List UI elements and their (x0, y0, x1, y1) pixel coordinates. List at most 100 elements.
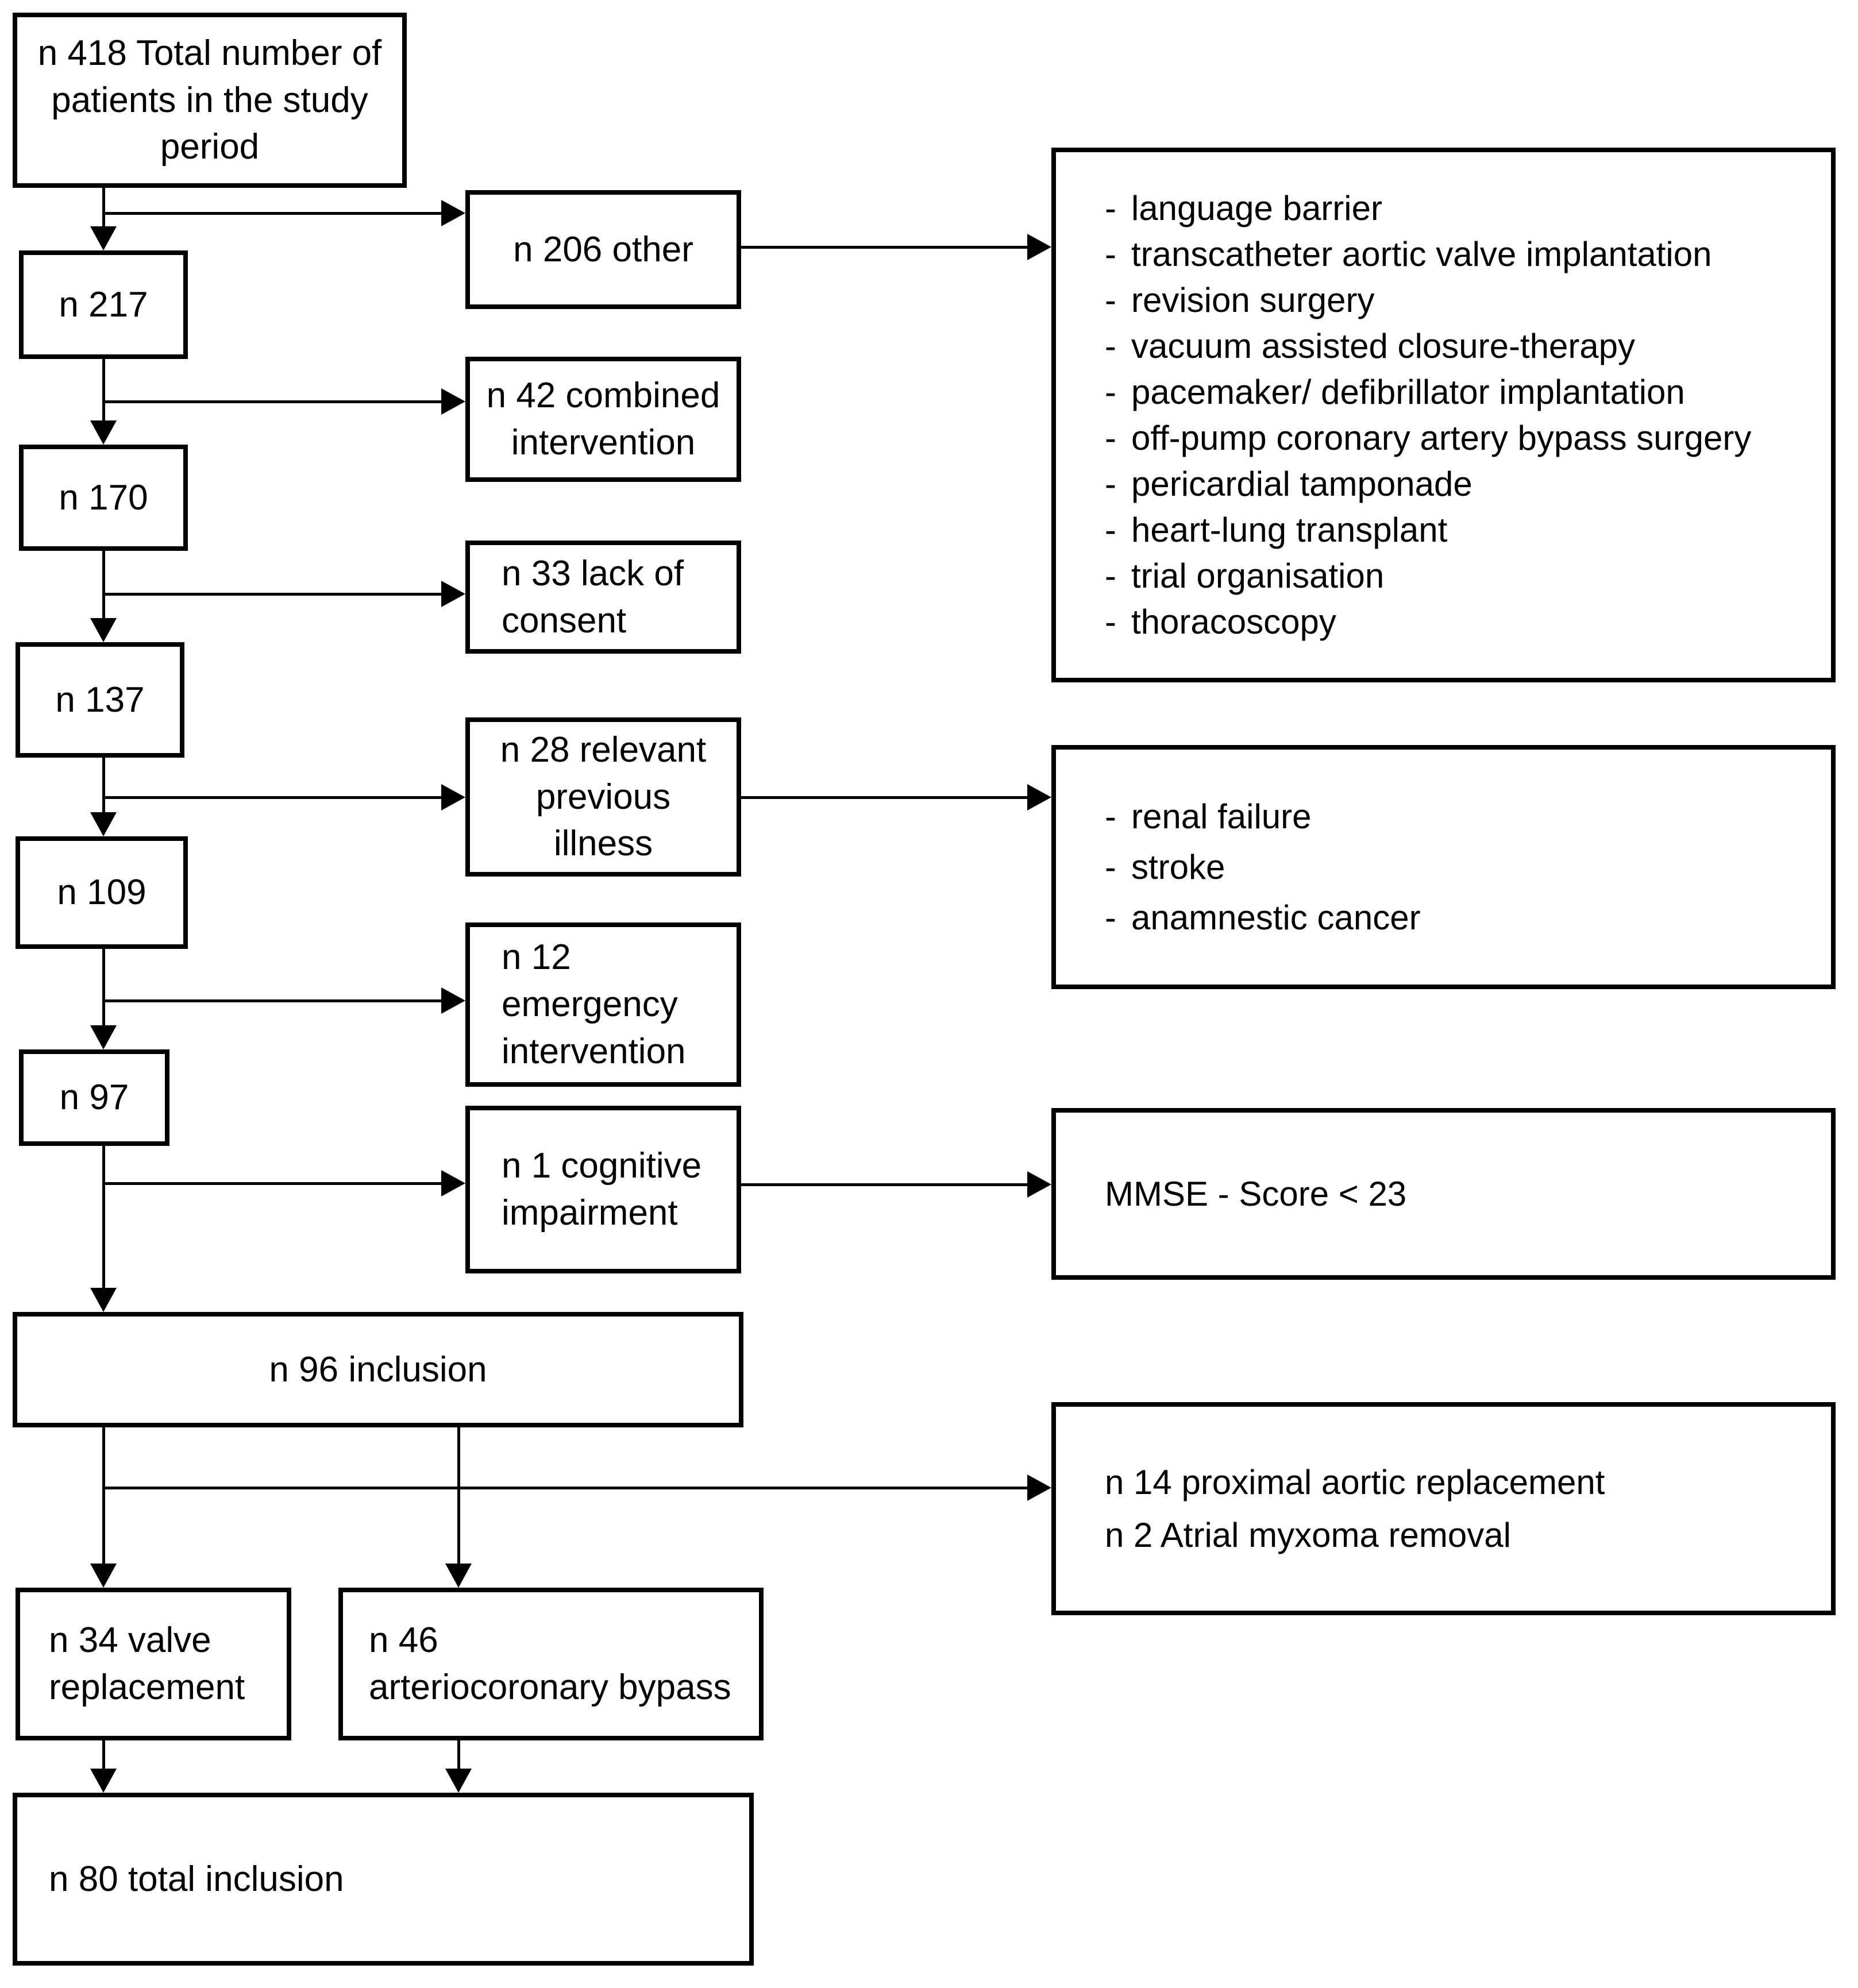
list-item: -pacemaker/ defibrillator implantation (1105, 369, 1685, 415)
list-item: -language barrier (1105, 186, 1382, 231)
box-excluded-surgery: n 14 proximal aortic replacement n 2 Atr… (1051, 1402, 1836, 1615)
box-n137: n 137 (16, 642, 184, 758)
box-text-line: n 170 (59, 477, 148, 518)
box-arteriocoronary-bypass: n 46 arteriocoronary bypass (338, 1588, 764, 1740)
box-text-line: n 80 total inclusion (49, 1859, 344, 1899)
arrow-line (103, 796, 442, 799)
bullet-dash: - (1105, 234, 1116, 273)
arrowhead-right-icon (1027, 1474, 1051, 1501)
box-n170: n 170 (19, 445, 188, 551)
arrow-line (103, 999, 442, 1002)
box-mmse: MMSE - Score < 23 (1051, 1108, 1836, 1280)
box-text-line: intervention (511, 423, 696, 462)
list-item-text: stroke (1131, 847, 1225, 886)
arrow-line (102, 1427, 105, 1565)
arrowhead-right-icon (441, 200, 465, 226)
list-item-text: vacuum assisted closure-therapy (1131, 326, 1636, 365)
box-total-inclusion: n 80 total inclusion (13, 1793, 754, 1966)
arrowhead-right-icon (1027, 784, 1051, 810)
list-item-text: revision surgery (1131, 280, 1375, 319)
box-text-line: n 14 proximal aortic replacement (1105, 1462, 1605, 1501)
arrow-line (103, 212, 442, 215)
list-item: -thoracoscopy (1105, 599, 1336, 645)
box-text-line: intervention (502, 1031, 686, 1071)
arrow-line (102, 1740, 105, 1770)
box-emergency-intervention: n 12 emergency intervention (465, 922, 741, 1087)
arrowhead-right-icon (441, 388, 465, 415)
box-text-line: consent (502, 600, 627, 640)
box-previous-illness: n 28 relevant previous illness (465, 717, 741, 877)
box-text-line: arteriocoronary bypass (369, 1667, 731, 1707)
box-text-line: n 46 (369, 1620, 438, 1661)
arrow-line (457, 1427, 460, 1565)
bullet-dash: - (1105, 556, 1116, 595)
bullet-dash: - (1105, 510, 1116, 549)
arrow-line (103, 1182, 442, 1185)
list-item: -transcatheter aortic valve implantation (1105, 231, 1712, 277)
box-text-line: MMSE - Score < 23 (1105, 1174, 1407, 1213)
arrowhead-down-icon (445, 1769, 472, 1793)
list-item: -off-pump coronary artery bypass surgery (1105, 415, 1751, 461)
list-item-text: off-pump coronary artery bypass surgery (1131, 418, 1752, 457)
box-text-line: impairment (502, 1193, 678, 1233)
arrow-line (102, 551, 105, 619)
arrowhead-down-icon (90, 226, 117, 250)
box-text-line: n 418 Total number of (37, 33, 382, 73)
arrow-line (102, 1146, 105, 1289)
box-text-line: n 34 valve (49, 1620, 211, 1661)
bullet-dash: - (1105, 847, 1116, 886)
box-valve-replacement: n 34 valve replacement (16, 1588, 291, 1740)
bullet-dash: - (1105, 188, 1116, 227)
arrow-line (741, 246, 1027, 249)
arrowhead-right-icon (441, 581, 465, 607)
arrowhead-right-icon (1027, 234, 1051, 260)
box-text-line: n 33 lack of (502, 553, 684, 593)
box-text-line: n 2 Atrial myxoma removal (1105, 1515, 1511, 1554)
list-item-text: renal failure (1131, 797, 1312, 836)
box-text-line: n 28 relevant (500, 729, 707, 770)
list-item: -anamnestic cancer (1105, 893, 1421, 943)
arrowhead-down-icon (90, 1564, 117, 1588)
bullet-dash: - (1105, 602, 1116, 641)
arrow-line (103, 1487, 1027, 1489)
arrowhead-down-icon (445, 1564, 472, 1588)
bullet-dash: - (1105, 372, 1116, 411)
arrowhead-down-icon (90, 1769, 117, 1793)
box-other-reasons: -language barrier -transcatheter aortic … (1051, 148, 1836, 682)
arrowhead-down-icon (90, 420, 117, 445)
bullet-dash: - (1105, 418, 1116, 457)
box-text-line: replacement (49, 1667, 245, 1707)
box-lack-of-consent: n 33 lack of consent (465, 541, 741, 654)
box-text-line: n 217 (59, 284, 148, 325)
box-n97: n 97 (19, 1049, 169, 1146)
box-text-line: n 109 (57, 873, 147, 913)
bullet-dash: - (1105, 898, 1116, 937)
box-text-line: period (160, 127, 260, 167)
box-text-line: n 206 other (513, 229, 693, 269)
arrow-line (103, 593, 442, 596)
box-text-line: n 42 combined (486, 376, 720, 416)
list-item: -renal failure (1105, 792, 1312, 842)
list-item: -heart-lung transplant (1105, 507, 1447, 553)
box-n217: n 217 (19, 250, 188, 359)
arrow-line (102, 188, 105, 230)
list-item: -vacuum assisted closure-therapy (1105, 323, 1635, 369)
box-text-line: emergency (502, 985, 678, 1025)
box-text-line: n 1 cognitive (502, 1146, 702, 1186)
list-item: -stroke (1105, 842, 1225, 893)
box-other: n 206 other (465, 190, 741, 309)
arrow-line (103, 400, 442, 403)
arrowhead-right-icon (441, 784, 465, 810)
arrowhead-right-icon (441, 1170, 465, 1196)
arrow-line (741, 796, 1027, 799)
list-item-text: trial organisation (1131, 556, 1385, 595)
arrowhead-down-icon (90, 1288, 117, 1312)
arrow-line (102, 359, 105, 423)
bullet-dash: - (1105, 797, 1116, 836)
box-text-line: illness (553, 824, 653, 864)
bullet-dash: - (1105, 280, 1116, 319)
box-cognitive-impairment: n 1 cognitive impairment (465, 1106, 741, 1273)
bullet-dash: - (1105, 464, 1116, 503)
list-item-text: anamnestic cancer (1131, 898, 1421, 937)
arrow-line (741, 1183, 1027, 1186)
